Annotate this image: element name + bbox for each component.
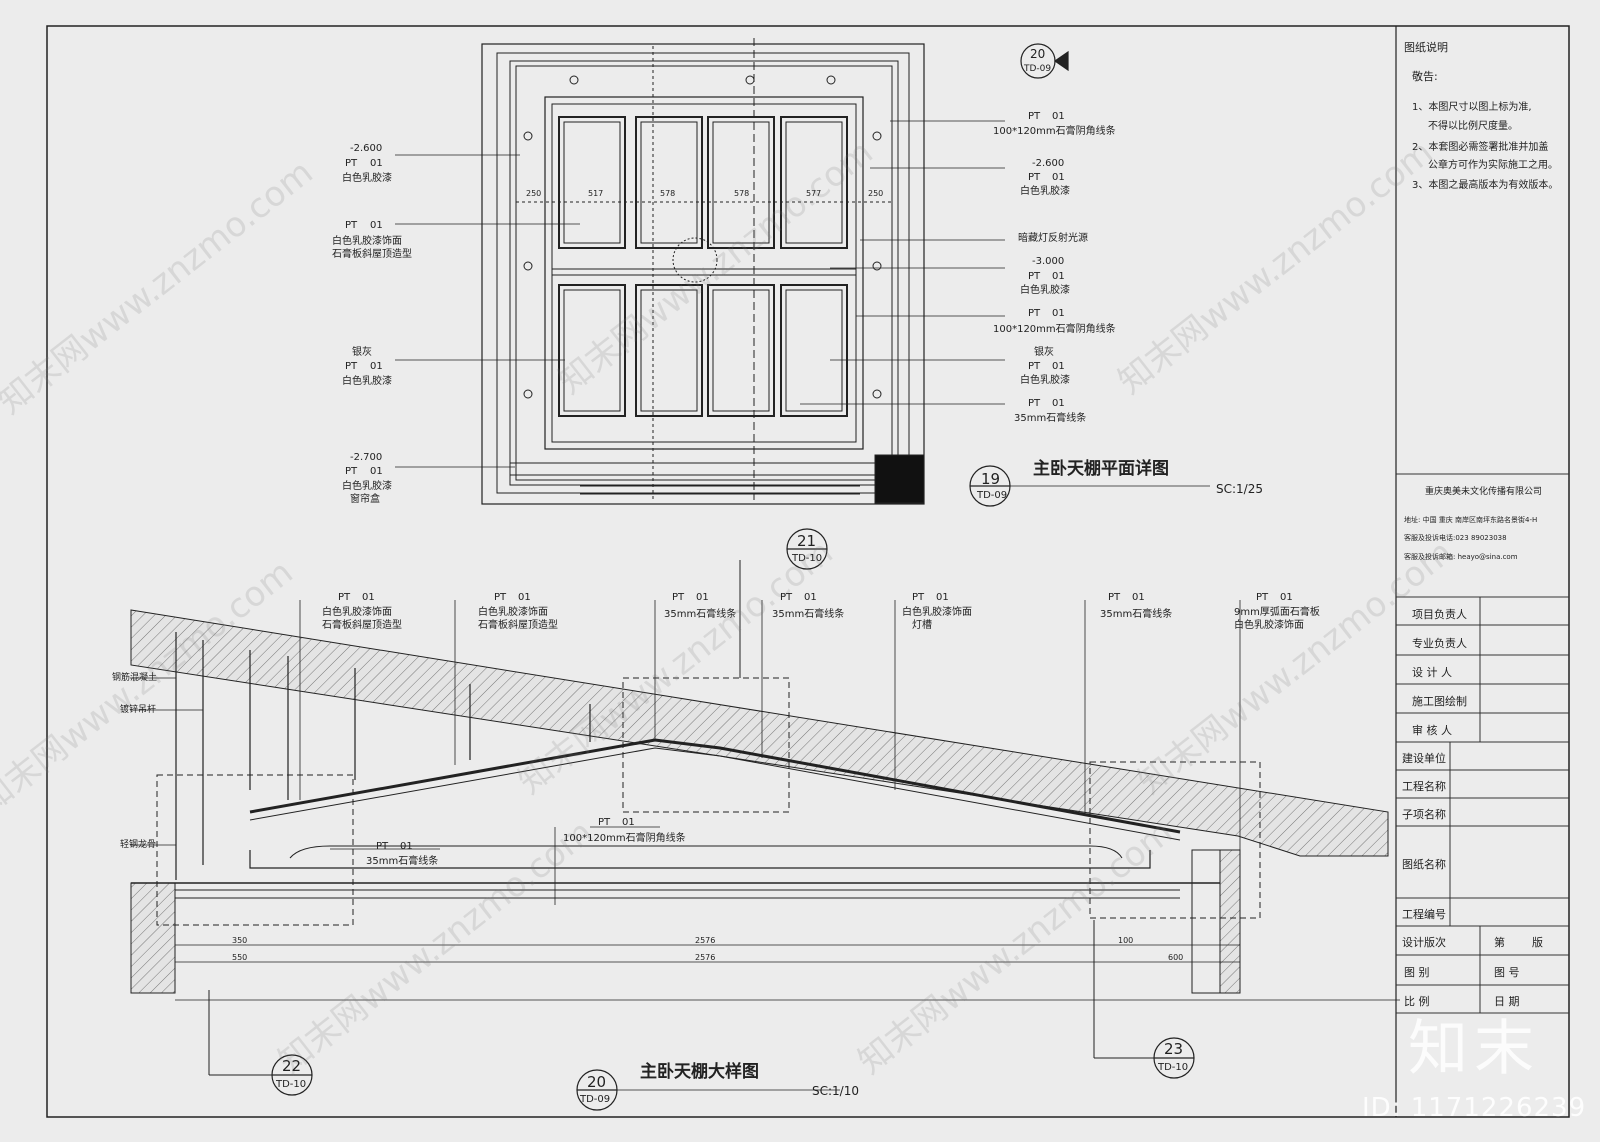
section-title: 主卧天棚大样图 — [640, 1062, 759, 1082]
plan-dim: 517 — [588, 189, 604, 198]
plan-title: 主卧天棚平面详图 — [1033, 459, 1169, 479]
callout21-sheet: TD-10 — [792, 553, 823, 564]
number-label: 图 号 — [1494, 966, 1520, 979]
section-dim: 350 — [232, 936, 248, 945]
titleblock-company: 重庆奥美未文化传播有限公司 — [1425, 487, 1543, 497]
section-dim: 600 — [1168, 953, 1184, 962]
document-id: ID: 1171226239 — [1362, 1093, 1587, 1123]
type-label: 图 别 — [1404, 966, 1430, 979]
role-reviewer: 审 核 人 — [1412, 724, 1452, 737]
callout23-number: 23 — [1164, 1040, 1184, 1058]
role-drafter: 施工图绘制 — [1412, 695, 1467, 708]
side-label-slab: 钢筋混凝土 — [112, 673, 158, 683]
plan-dim: 250 — [868, 189, 884, 198]
titleblock-address: 地址: 中国 重庆 南岸区南坪东路名景街4-H — [1404, 516, 1538, 524]
section-dim: 100 — [1118, 936, 1134, 945]
callout22-sheet: TD-10 — [276, 1079, 307, 1090]
titleblock-phone: 客服及投诉电话:023 89023038 — [1404, 534, 1507, 542]
role-project-lead: 项目负责人 — [1412, 608, 1467, 621]
plan-view — [481, 38, 925, 505]
field-project: 工程名称 — [1402, 780, 1446, 793]
titleblock-note: 1、本图尺寸以图上标为准, — [1412, 102, 1532, 113]
plan-callout-sheet: TD-09 — [1024, 64, 1052, 74]
version-b: 版 — [1532, 936, 1543, 949]
date-label: 日 期 — [1494, 995, 1520, 1008]
callout21-number: 21 — [797, 532, 817, 550]
titleblock-note: 2、本套图必需签署批准并加盖 — [1412, 142, 1549, 153]
callout22-number: 22 — [282, 1057, 302, 1075]
field-client: 建设单位 — [1402, 752, 1446, 765]
section-sheet: TD-09 — [580, 1094, 611, 1105]
plan-number: 19 — [981, 470, 1001, 488]
brand-logo: 知末 — [1408, 1014, 1540, 1084]
titleblock-note: 3、本图之最高版本为有效版本。 — [1412, 180, 1559, 191]
section-view — [130, 560, 1400, 1076]
section-dim: 550 — [232, 953, 248, 962]
plan-sheet: TD-09 — [977, 490, 1008, 501]
callout23-sheet: TD-10 — [1158, 1062, 1189, 1073]
role-discipline-lead: 专业负责人 — [1412, 637, 1467, 650]
side-label-hanger: 镀锌吊杆 — [120, 705, 157, 715]
plan-dim: 578 — [660, 189, 676, 198]
plan-dim: 577 — [806, 189, 822, 198]
plan-scale: SC:1/25 — [1216, 482, 1263, 496]
titleblock-email: 客服及投诉邮箱: heayo@sina.com — [1404, 553, 1518, 561]
section-scale: SC:1/10 — [812, 1084, 859, 1098]
section-dim: 2576 — [695, 936, 716, 945]
field-drawing-name: 图纸名称 — [1402, 858, 1446, 871]
section-dim: 2576 — [695, 953, 716, 962]
titleblock-heading: 图纸说明 — [1404, 41, 1448, 54]
role-designer: 设 计 人 — [1412, 666, 1452, 679]
plan-dim: 250 — [526, 189, 542, 198]
field-subitem: 子项名称 — [1402, 808, 1446, 821]
plan-dim: 578 — [734, 189, 750, 198]
field-project-no: 工程编号 — [1402, 908, 1446, 921]
version-label: 设计版次 — [1402, 936, 1446, 949]
section-number: 20 — [587, 1073, 607, 1091]
plan-callout-number: 20 — [1030, 47, 1046, 61]
titleblock-notice: 敬告: — [1412, 70, 1438, 83]
titleblock-note: 公章方可作为实际施工之用。 — [1428, 160, 1558, 171]
scale-label: 比 例 — [1404, 995, 1430, 1008]
titleblock-note: 不得以比例尺度量。 — [1428, 121, 1518, 132]
version-a: 第 — [1494, 936, 1505, 949]
side-label-keel: 轻钢龙骨 — [120, 840, 157, 850]
